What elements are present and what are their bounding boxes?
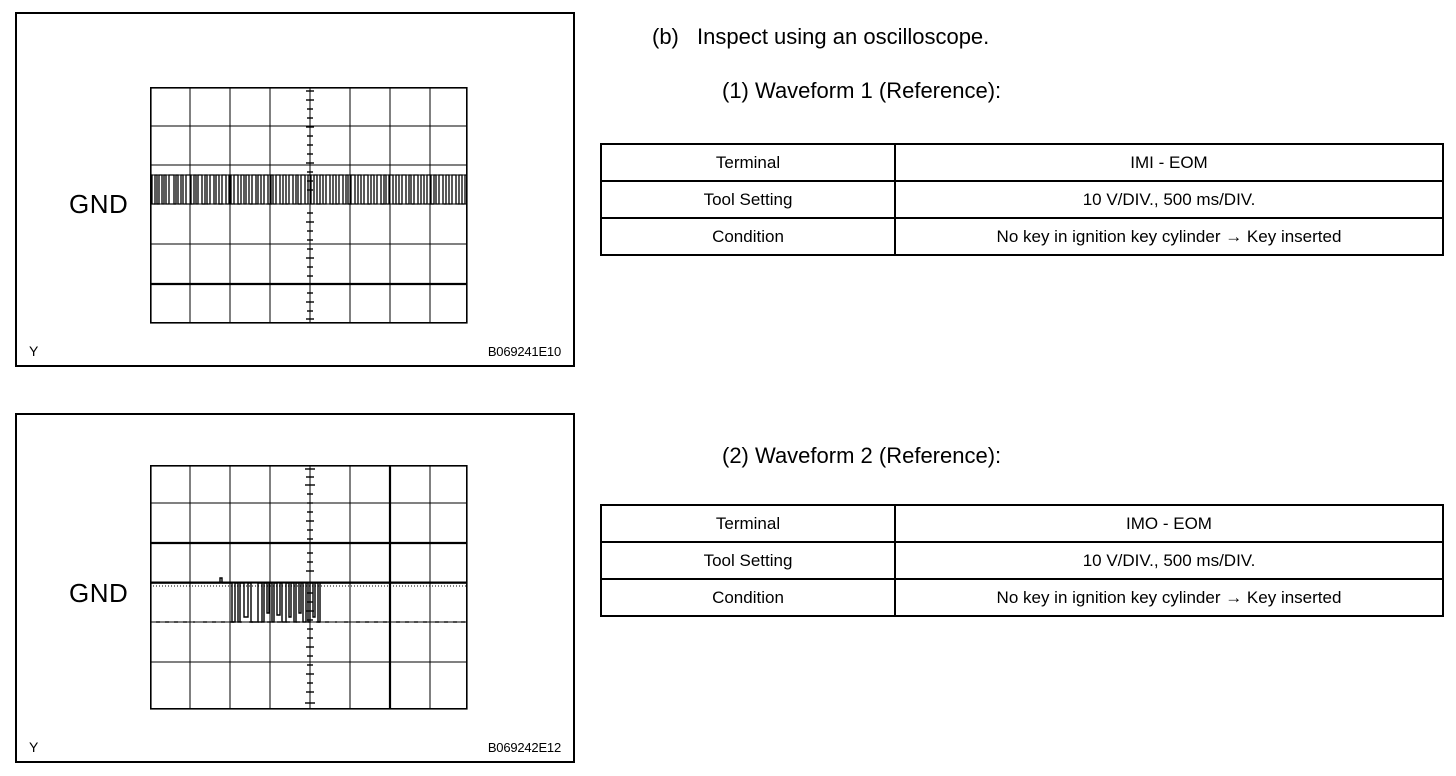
oscilloscope-grid-waveform-1: [150, 87, 468, 324]
row-label: Tool Setting: [600, 180, 896, 219]
waveform-1-spec-table: Terminal IMI - EOM Tool Setting 10 V/DIV…: [600, 143, 1444, 256]
oscilloscope-grid-waveform-2: [150, 465, 468, 710]
waveform-trace-2: [150, 577, 467, 623]
gnd-label: GND: [69, 578, 129, 608]
gnd-label: GND: [69, 189, 129, 219]
row-label: Tool Setting: [600, 541, 896, 580]
figure-code: B069242E12: [487, 740, 561, 755]
table-row: Condition No key in ignition key cylinde…: [600, 578, 1444, 617]
table-row: Tool Setting 10 V/DIV., 500 ms/DIV.: [600, 541, 1444, 580]
scope-panel-waveform-2: GND: [15, 413, 575, 763]
row-label: Terminal: [600, 504, 896, 543]
row-value: 10 V/DIV., 500 ms/DIV.: [894, 541, 1444, 580]
row-value: IMO - EOM: [894, 504, 1444, 543]
table-row: Condition No key in ignition key cylinde…: [600, 217, 1444, 256]
waveform-2-spec-table: Terminal IMO - EOM Tool Setting 10 V/DIV…: [600, 504, 1444, 617]
row-value: No key in ignition key cylinder → Key in…: [894, 578, 1444, 617]
table-row: Tool Setting 10 V/DIV., 500 ms/DIV.: [600, 180, 1444, 219]
scope-panel-waveform-1: GND: [15, 12, 575, 367]
step-text-b: Inspect using an oscilloscope.: [697, 24, 990, 49]
panel-corner-mark: Y: [29, 343, 39, 359]
step-marker-b: (b): [652, 24, 679, 49]
row-label: Terminal: [600, 143, 896, 182]
row-label: Condition: [600, 578, 896, 617]
table-row: Terminal IMI - EOM: [600, 143, 1444, 182]
row-value: IMI - EOM: [894, 143, 1444, 182]
row-value: 10 V/DIV., 500 ms/DIV.: [894, 180, 1444, 219]
waveform-2-heading: (2) Waveform 2 (Reference):: [722, 443, 1002, 468]
table-row: Terminal IMO - EOM: [600, 504, 1444, 543]
row-value: No key in ignition key cylinder → Key in…: [894, 217, 1444, 256]
waveform-1-heading: (1) Waveform 1 (Reference):: [722, 78, 1002, 103]
row-label: Condition: [600, 217, 896, 256]
waveform-trace-1: [150, 174, 467, 205]
figure-code: B069241E10: [487, 344, 561, 359]
panel-corner-mark: Y: [29, 739, 39, 755]
